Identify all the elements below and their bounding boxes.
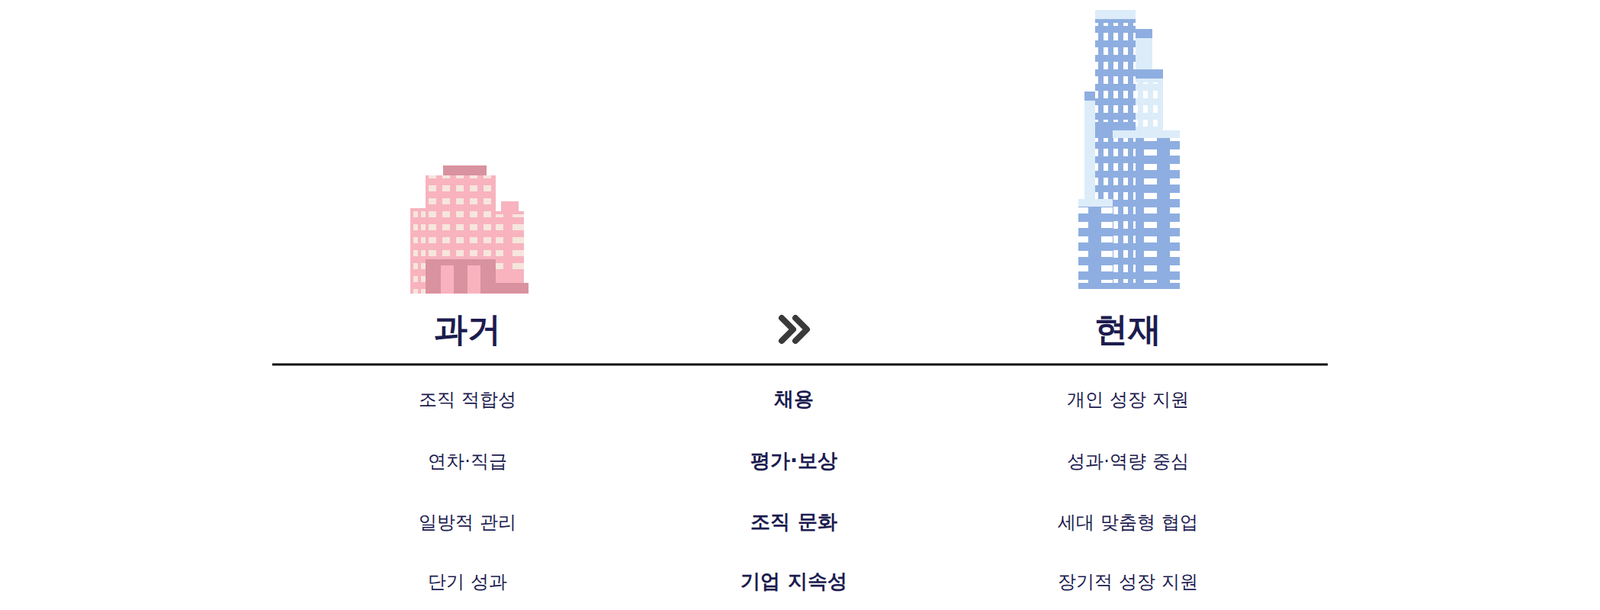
present-cell: 개인 성장 지원 [1066, 388, 1189, 412]
present-building [1078, 9, 1180, 290]
past-cell: 조직 적합성 [418, 388, 517, 412]
past-cell: 단기 성과 [427, 571, 508, 594]
category-cell: 평가·보상 [750, 449, 838, 473]
divider-line [272, 363, 1328, 367]
category-cell: 조직 문화 [750, 510, 837, 534]
chevron-arrow [781, 318, 807, 341]
column-heading: 현재 [1094, 309, 1162, 351]
past-cell: 일방적 관리 [418, 511, 517, 534]
category-cell: 채용 [774, 387, 814, 412]
present-cell: 장기적 성장 지원 [1057, 571, 1198, 594]
column-heading: 과거 [433, 309, 502, 351]
past-cell: 연차·직급 [427, 450, 508, 473]
past-building [410, 165, 529, 294]
category-cell: 기업 지속성 [740, 569, 847, 594]
present-cell: 세대 맞춤형 협업 [1057, 511, 1198, 534]
present-cell: 성과·역량 중심 [1066, 450, 1189, 473]
